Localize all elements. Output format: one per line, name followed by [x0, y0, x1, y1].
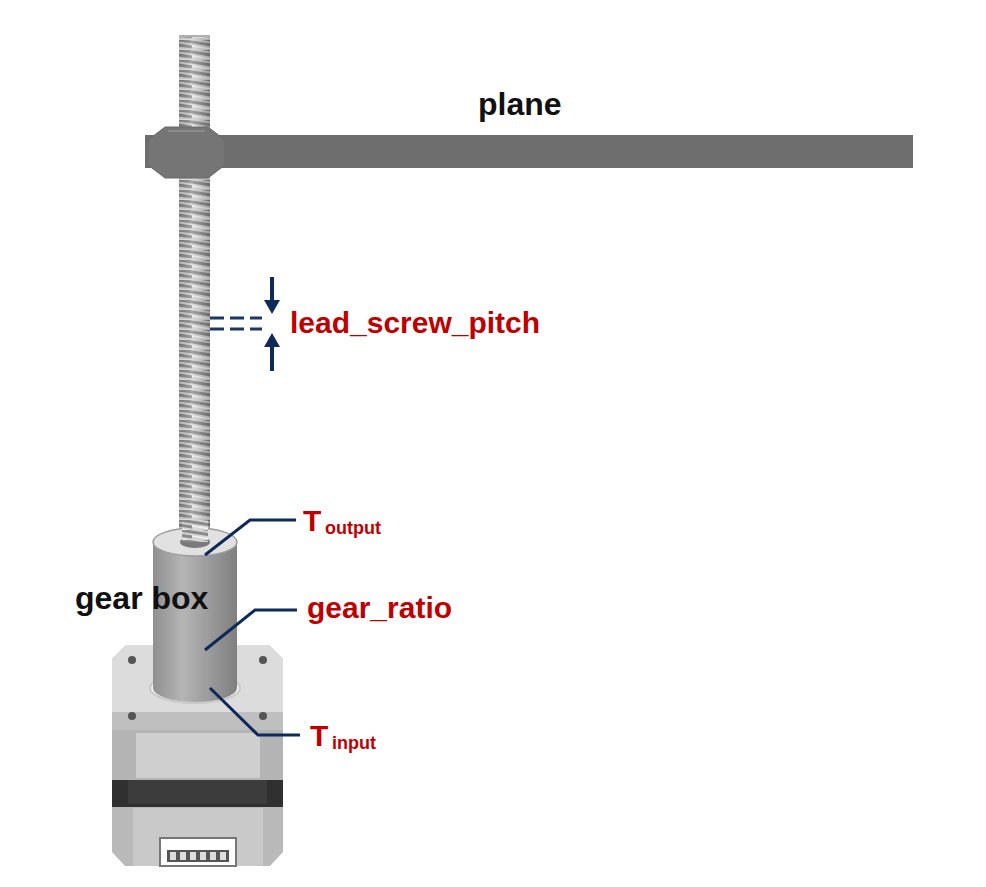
plane-label: plane	[478, 88, 562, 120]
lead-screw	[179, 36, 210, 546]
parameter-label: gear_ratio	[307, 593, 452, 623]
plane-bar	[145, 127, 913, 178]
torque-symbol: T	[303, 506, 321, 536]
pitch-dimension	[210, 277, 280, 371]
torque-subscript: input	[332, 734, 376, 752]
part-name: gear box	[75, 582, 208, 614]
torque-symbol: T	[310, 721, 328, 751]
torque-subscript: output	[325, 519, 381, 537]
dimension-label: lead_screw_pitch	[290, 308, 540, 338]
leader-lines	[205, 520, 300, 735]
